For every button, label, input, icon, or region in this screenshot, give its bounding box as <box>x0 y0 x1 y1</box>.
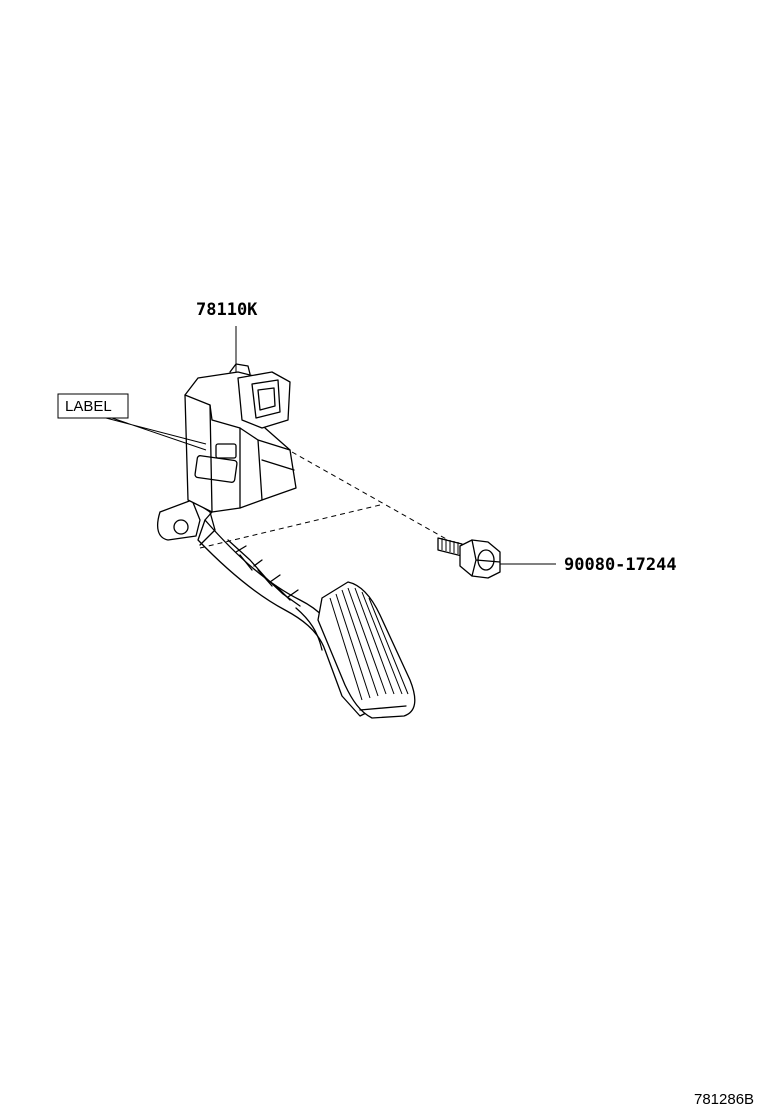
pedal-pad <box>317 581 416 719</box>
figure-id: 781286B <box>694 1091 755 1108</box>
part-number-bolt: 90080-17244 <box>564 555 677 575</box>
install-dashed-line-lower <box>199 504 381 549</box>
label-box <box>57 393 129 419</box>
label-leader-line <box>105 417 207 451</box>
pedal-arm <box>197 519 369 717</box>
bolt <box>437 537 501 579</box>
label-note: LABEL <box>65 398 112 415</box>
part-number-pedal-assembly: 78110K <box>196 300 258 320</box>
sensor-housing <box>184 363 297 521</box>
install-dashed-line-upper <box>291 451 449 541</box>
